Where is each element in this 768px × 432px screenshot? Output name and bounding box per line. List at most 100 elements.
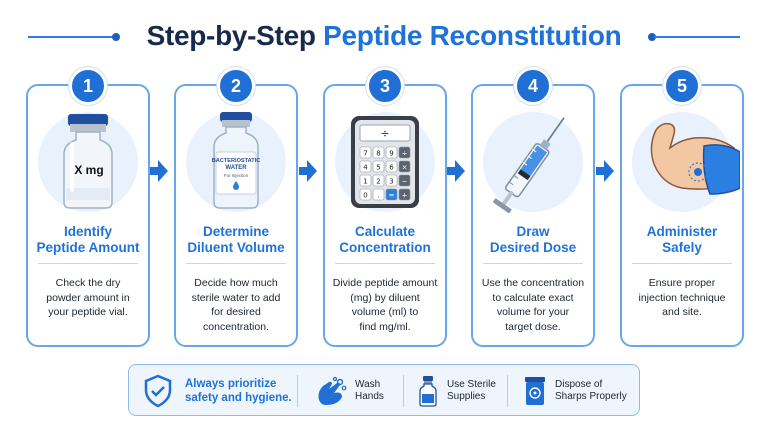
heading-line-1: Calculate — [354, 224, 416, 239]
footer-separator — [507, 375, 508, 407]
calculator-key-label: 7 — [363, 149, 367, 157]
arrow-right-icon — [447, 160, 465, 182]
step-description: Divide peptide amount (mg) by diluent vo… — [329, 276, 441, 334]
calculator-key-label: 1 — [363, 177, 367, 185]
calculator-key — [359, 146, 372, 159]
desc-line: Decide how much — [194, 277, 278, 289]
calculator-key — [385, 160, 398, 173]
title-dot-left — [112, 33, 120, 41]
calculator-key-label: 3 — [389, 177, 393, 185]
desc-line: target dose. — [505, 320, 561, 333]
calculator-key — [385, 146, 398, 159]
calculator-key-label: = — [389, 191, 395, 199]
calculator-key-label: ÷ — [402, 149, 408, 157]
arm-injection-site-icon — [650, 122, 740, 195]
shield-check-icon — [144, 374, 172, 408]
heading-line-1: Identify — [63, 224, 112, 239]
heading-line-1: Draw — [516, 224, 550, 239]
desc-line: and site. — [662, 306, 702, 318]
calculator-display: ÷ — [380, 127, 389, 140]
wash-line-1: Wash — [355, 378, 381, 390]
vial-label: X mg — [74, 163, 103, 177]
desc-line: for desired — [211, 306, 261, 318]
calculator-key-label: . — [377, 191, 379, 199]
desc-line: Use the concentration — [481, 277, 585, 289]
heading-line-1: Administer — [646, 224, 718, 239]
desc-line: powder amount in — [46, 291, 130, 304]
heading-line-2: Peptide Amount — [36, 240, 140, 255]
sterile-supplies-item: Use Sterile Supplies — [419, 365, 496, 417]
heading-line-2: Concentration — [339, 240, 431, 255]
calculator-key — [372, 146, 385, 159]
calculator-key-label: + — [402, 191, 408, 199]
safety-line-2: safety and hygiene. — [185, 392, 292, 404]
footer-separator — [297, 375, 298, 407]
page-title: Step-by-Step Peptide Reconstitution — [120, 20, 648, 52]
step-number-badge-3: 3 — [366, 67, 404, 105]
sterile-line-1: Use Sterile — [447, 378, 496, 390]
dispose-line-2: Sharps Properly — [555, 391, 627, 402]
footer-separator — [403, 375, 404, 407]
heading-line-2: Diluent Volume — [187, 240, 285, 255]
step-description: Ensure proper injection technique and si… — [626, 276, 738, 320]
sharps-container-icon — [525, 377, 545, 405]
step-description: Decide how much sterile water to add for… — [180, 276, 292, 334]
step-description: Check the dry powder amount in your pept… — [32, 276, 144, 320]
title-rule-right — [654, 36, 740, 38]
desc-line: volume for your — [496, 306, 570, 318]
title-part-2: Peptide Reconstitution — [323, 20, 622, 51]
card-divider — [38, 263, 138, 264]
calculator-key — [359, 174, 372, 187]
label-line-3: For Injection — [224, 173, 249, 178]
calculator-key — [372, 160, 385, 173]
wash-hands-icon — [318, 376, 347, 405]
label-line-1: BACTERIOSTATIC — [212, 158, 261, 164]
desc-line: sterile water to add — [191, 291, 281, 304]
calculator-key — [385, 174, 398, 187]
calculator-key — [398, 160, 411, 173]
wash-line-2: Hands — [355, 391, 384, 402]
heading-line-2: Desired Dose — [489, 240, 577, 255]
desc-line: your peptide vial. — [48, 306, 128, 318]
calculator-key — [398, 188, 411, 201]
sharps-disposal-item: Dispose of Sharps Properly — [523, 365, 627, 417]
sterile-line-2: Supplies — [447, 391, 486, 402]
calculator-key-label: − — [402, 177, 408, 185]
desc-line: volume (ml) to — [351, 306, 419, 318]
card-divider — [186, 263, 286, 264]
arrow-right-icon — [150, 160, 168, 182]
calculator-key-label: 6 — [389, 163, 394, 171]
safety-line-1: Always prioritize — [185, 378, 277, 390]
safety-footer: Always prioritize safety and hygiene. Wa… — [128, 364, 640, 416]
desc-line: to calculate exact — [492, 291, 574, 304]
heading-line-2: Safely — [662, 240, 702, 255]
step-number-badge-2: 2 — [217, 67, 255, 105]
calculator-key — [372, 188, 385, 201]
syringe-icon — [493, 117, 565, 214]
desc-line: concentration. — [203, 320, 269, 333]
calculator-key-label: 0 — [363, 191, 367, 199]
water-vial-icon: BACTERIOSTATIC WATER For Injection — [212, 112, 261, 209]
calculator-key — [359, 188, 372, 201]
calculator-key — [398, 146, 411, 159]
sterile-vial-icon — [419, 376, 437, 407]
calculator-key — [398, 174, 411, 187]
calculator-key — [372, 174, 385, 187]
step-number-badge-5: 5 — [663, 67, 701, 105]
title-row: Step-by-Step Peptide Reconstitution — [0, 14, 768, 58]
heading-line-1: Determine — [202, 224, 270, 239]
label-line-2: WATER — [225, 165, 247, 171]
desc-line: Ensure proper — [648, 277, 716, 289]
calculator-key-label: 9 — [389, 149, 393, 157]
arrow-right-icon — [596, 160, 614, 182]
water-drop-icon — [233, 181, 239, 190]
dispose-line-1: Dispose of — [555, 378, 603, 390]
title-dot-right — [648, 33, 656, 41]
step-card-2: BACTERIOSTATIC WATER For Injection Deter… — [174, 84, 298, 347]
